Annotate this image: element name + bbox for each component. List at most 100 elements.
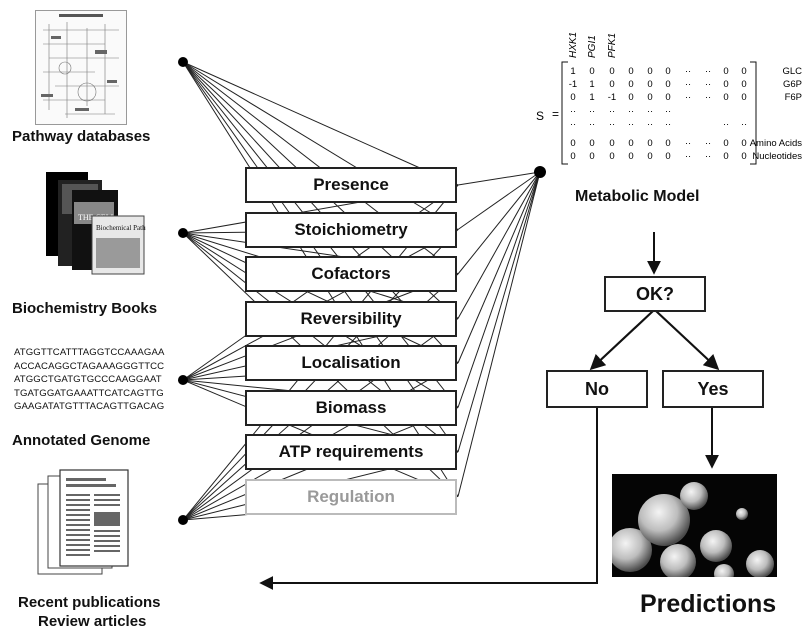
matrix-cell: ·· bbox=[685, 79, 691, 90]
book-cover-subtitle: Biochemical Pathways bbox=[96, 224, 146, 232]
source-node bbox=[178, 57, 188, 67]
matrix-cell: 0 bbox=[609, 79, 614, 90]
matrix-equals: = bbox=[552, 107, 559, 121]
matrix-cell: 0 bbox=[723, 138, 728, 149]
matrix-cell: 0 bbox=[570, 151, 575, 162]
source-link-line bbox=[182, 61, 459, 186]
matrix-cell: -1 bbox=[569, 79, 577, 90]
model-link-line bbox=[457, 171, 541, 230]
dna-line: GAAGATATGTTTACAGTTGACAG bbox=[14, 401, 165, 412]
property-box-presence: Presence bbox=[245, 167, 457, 203]
no-box: No bbox=[546, 370, 648, 408]
pathway-map-thumbnail bbox=[35, 10, 127, 125]
property-box-biomass: Biomass bbox=[245, 389, 457, 426]
matrix-cell: ·· bbox=[705, 92, 711, 103]
matrix-cell: ·· bbox=[705, 66, 711, 77]
matrix-cell: -1 bbox=[608, 92, 616, 103]
matrix-cell: ·· bbox=[609, 119, 615, 130]
yeast-cells-micrograph bbox=[612, 474, 777, 577]
matrix-cell: ·· bbox=[570, 119, 576, 130]
matrix-cell: 0 bbox=[628, 138, 633, 149]
matrix-cell: 0 bbox=[741, 66, 746, 77]
property-box-localisation: Localisation bbox=[245, 345, 457, 381]
matrix-cell: 0 bbox=[628, 66, 633, 77]
source-node bbox=[178, 515, 188, 525]
matrix-cell: ·· bbox=[665, 106, 671, 117]
matrix-cell: 0 bbox=[570, 92, 575, 103]
model-link-line bbox=[457, 171, 541, 186]
dna-line: ACCACAGGCTAGAAAGGGTTCC bbox=[14, 360, 165, 372]
matrix-cell: 0 bbox=[723, 79, 728, 90]
dna-line: TGATGGATGAAATTCATCAGTTG bbox=[14, 387, 164, 399]
matrix-cell: ·· bbox=[647, 119, 653, 130]
matrix-cell: ·· bbox=[647, 106, 653, 117]
matrix-right-bracket bbox=[750, 61, 757, 165]
yes-box: Yes bbox=[662, 370, 764, 408]
matrix-cell: 0 bbox=[589, 151, 594, 162]
matrix-cell: 0 bbox=[665, 79, 670, 90]
source-link-line bbox=[182, 61, 459, 230]
matrix-cell: ·· bbox=[685, 92, 691, 103]
matrix-cell: 0 bbox=[609, 151, 614, 162]
matrix-cell: 0 bbox=[609, 138, 614, 149]
matrix-cell: 0 bbox=[741, 151, 746, 162]
recent-publications-label: Recent publications bbox=[18, 594, 161, 611]
matrix-column-header: PGI1 bbox=[587, 35, 598, 58]
matrix-cell: 0 bbox=[609, 66, 614, 77]
matrix-cell: 0 bbox=[665, 92, 670, 103]
matrix-cell: 0 bbox=[647, 138, 652, 149]
annotated-genome-label: Annotated Genome bbox=[12, 432, 151, 449]
property-box-cofactors: Cofactors bbox=[245, 256, 457, 292]
ok-to-yes-arrow bbox=[655, 310, 720, 371]
matrix-cell: ·· bbox=[723, 119, 729, 130]
predictions-title: Predictions bbox=[640, 590, 777, 618]
matrix-cell: 0 bbox=[665, 138, 670, 149]
matrix-cell: 0 bbox=[647, 66, 652, 77]
matrix-cell: ·· bbox=[705, 151, 711, 162]
matrix-cell: 0 bbox=[723, 151, 728, 162]
matrix-cell: 0 bbox=[589, 66, 594, 77]
matrix-row-label: GLC bbox=[782, 66, 802, 77]
matrix-cell: 0 bbox=[647, 79, 652, 90]
matrix-cell: ·· bbox=[589, 106, 595, 117]
matrix-cell: 1 bbox=[589, 79, 594, 90]
matrix-cell: ·· bbox=[609, 106, 615, 117]
model-link-line bbox=[457, 171, 541, 319]
matrix-cell: 0 bbox=[589, 138, 594, 149]
matrix-cell: 0 bbox=[741, 92, 746, 103]
biochemistry-books-label: Biochemistry Books bbox=[12, 300, 158, 317]
source-link-line bbox=[182, 232, 459, 364]
matrix-column-header: HXK1 bbox=[568, 32, 579, 58]
book-stack-image: THE CELL Biochemical Pathways bbox=[46, 172, 146, 275]
property-box-regulation: Regulation bbox=[245, 478, 457, 515]
matrix-cell: ·· bbox=[705, 138, 711, 149]
matrix-cell: 0 bbox=[570, 138, 575, 149]
dna-line: ATGGCTGATGTGCCCAAGGAAT bbox=[14, 374, 162, 385]
matrix-row-label: Amino Acids bbox=[750, 138, 803, 149]
pathway-databases-label: Pathway databases bbox=[12, 128, 151, 145]
matrix-cell: ·· bbox=[628, 119, 634, 130]
matrix-cell: ·· bbox=[589, 119, 595, 130]
matrix-row-label: F6P bbox=[785, 92, 802, 103]
matrix-cell: 0 bbox=[665, 151, 670, 162]
model-link-line bbox=[457, 171, 541, 497]
no-feedback-arrow bbox=[259, 408, 598, 590]
source-node bbox=[178, 375, 188, 385]
matrix-cell: ·· bbox=[685, 138, 691, 149]
matrix-cell: 0 bbox=[628, 79, 633, 90]
model-link-line bbox=[457, 171, 541, 408]
matrix-cell: 0 bbox=[723, 92, 728, 103]
ok-decision-box: OK? bbox=[604, 276, 706, 312]
metabolic-model-title: Metabolic Model bbox=[575, 188, 700, 205]
source-node bbox=[178, 228, 188, 238]
matrix-left-bracket bbox=[561, 61, 568, 165]
property-box-reversibility: Reversibility bbox=[245, 300, 457, 337]
matrix-cell: ·· bbox=[705, 79, 711, 90]
matrix-cell: 0 bbox=[628, 151, 633, 162]
matrix-cell: 1 bbox=[589, 92, 594, 103]
model-link-line bbox=[457, 171, 541, 453]
matrix-cell: 0 bbox=[741, 138, 746, 149]
